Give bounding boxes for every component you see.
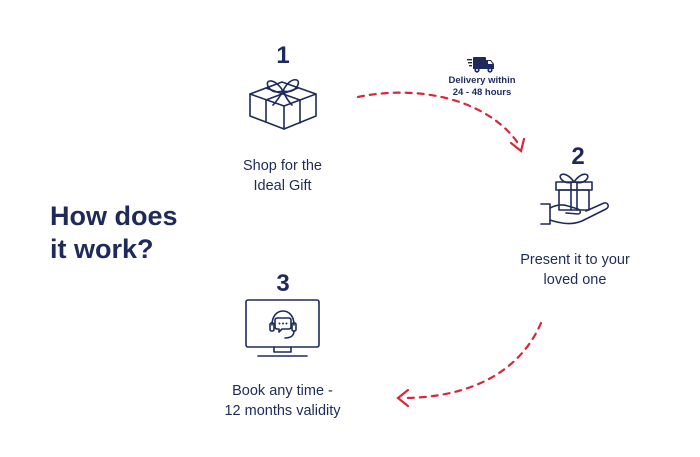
step-2-label: Present it to your loved one [495,250,655,290]
delivery-info: Delivery within 24 - 48 hours [437,75,527,99]
step-3-label-line-2: 12 months validity [224,403,341,419]
arrow-step-2-to-3-head [396,388,410,408]
arrow-step-2-to-3 [400,321,543,400]
page-title: How does it work? [50,200,178,266]
title-line-1: How does [50,201,178,231]
arrow-step-1-to-2 [356,91,522,148]
delivery-line-1: Delivery within [448,75,516,86]
gift-in-hand-icon [540,173,609,225]
title-line-2: it work? [50,234,154,264]
step-3-label-line-1: Book any time - [232,383,333,399]
truck-icon [467,57,494,73]
step-2-label-line-2: loved one [543,272,607,288]
step-1-number: 1 [276,42,290,69]
step-1-label-line-2: Ideal Gift [253,178,312,194]
step-2-label-line-1: Present it to your [520,252,630,268]
delivery-line-2: 24 - 48 hours [452,87,512,98]
step-1-label: Shop for the Ideal Gift [200,156,365,196]
step-1-label-line-1: Shop for the [243,158,322,174]
arrow-step-1-to-2-head [509,137,526,153]
step-3-label: Book any time - 12 months validity [200,381,365,421]
step-2-number: 2 [571,143,585,170]
gift-box-icon [249,78,317,130]
step-3-number: 3 [276,270,290,297]
support-monitor-icon [245,299,320,357]
